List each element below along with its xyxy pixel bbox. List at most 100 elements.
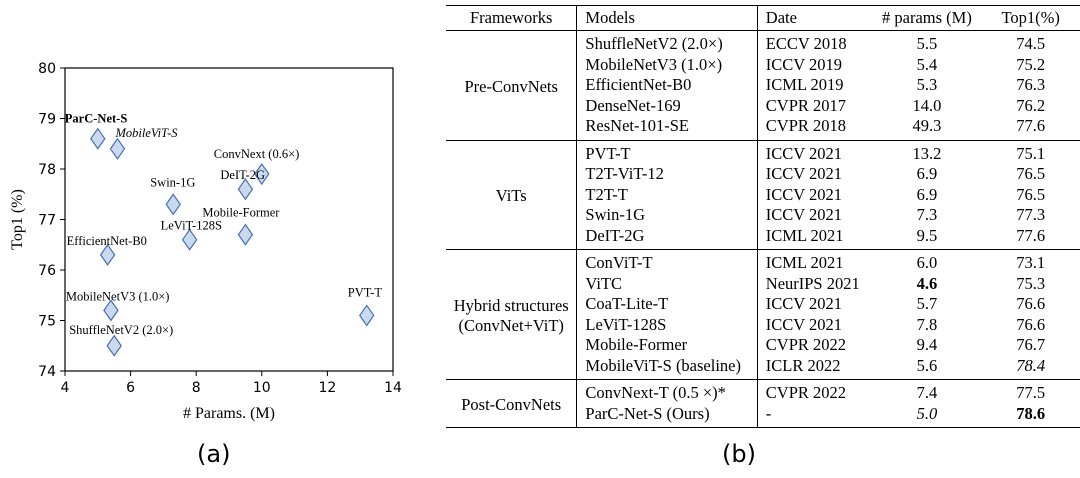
- date-cell: ICCV 2021: [765, 143, 843, 163]
- data-point-label: MobileNetV3 (1.0×): [66, 289, 170, 303]
- params-cell: 14.0: [912, 95, 942, 115]
- date-cell: ICML 2019: [765, 75, 844, 94]
- framework-cell: ViTs: [446, 140, 578, 250]
- model-cell: ParC-Net-S (Ours): [576, 403, 758, 428]
- top1-cell: 74.5: [1016, 34, 1046, 53]
- x-tick-label: 4: [61, 380, 70, 396]
- params-cell: 49.3: [912, 116, 942, 135]
- top1-cell: 76.2: [1016, 95, 1046, 115]
- model-cell: DenseNet-169: [576, 95, 758, 116]
- model-cell: PVT-T: [576, 140, 758, 164]
- params-cell: 4.6: [916, 273, 938, 293]
- y-tick-label: 78: [38, 162, 56, 178]
- header-top1: Top1(%): [1001, 7, 1060, 27]
- framework-name-line: Hybrid structures: [453, 295, 569, 315]
- header-models: Models: [576, 5, 758, 31]
- date-cell: ICCV 2019: [765, 54, 843, 74]
- table-row: LeViT-128S ICCV 2021 7.8 76.6: [446, 314, 1080, 335]
- top1-cell: 75.1: [1016, 143, 1046, 163]
- date-cell: ICCV 2021: [765, 164, 843, 183]
- caption-b: (b): [722, 440, 756, 468]
- top1-cell: 78.4: [1016, 355, 1046, 375]
- table-header-row: Frameworks Models Date # params (M) Top1…: [446, 5, 1080, 31]
- data-point-label: Swin-1G: [150, 175, 195, 189]
- x-tick-label: 6: [126, 380, 135, 396]
- date-cell: ICML 2021: [765, 253, 844, 272]
- model-cell: ShuffleNetV2 (2.0×): [576, 30, 758, 55]
- data-point-marker: [181, 228, 198, 251]
- top1-cell: 73.1: [1016, 253, 1046, 272]
- header-params: # params (M): [882, 7, 972, 27]
- framework-name-line: (ConvNet+ViT): [458, 316, 564, 335]
- date-cell: ICML 2021: [765, 225, 844, 245]
- x-axis-label: # Params. (M): [183, 405, 275, 422]
- data-point-marker: [90, 127, 106, 150]
- y-tick-label: 79: [38, 112, 56, 128]
- data-point-marker: [359, 304, 375, 327]
- date-cell: CVPR 2018: [765, 116, 847, 135]
- params-cell: 5.6: [916, 355, 938, 375]
- params-cell: 5.3: [916, 75, 938, 94]
- model-cell: Swin-1G: [576, 205, 758, 226]
- data-point-marker: [99, 243, 116, 266]
- data-point-label: ParC-Net-S: [65, 112, 128, 126]
- data-point-marker: [106, 334, 122, 357]
- params-cell: 5.0: [916, 403, 938, 423]
- data-point-label: PVT-T: [348, 285, 383, 299]
- date-cell: NeurIPS 2021: [765, 273, 860, 293]
- params-cell: 7.3: [916, 205, 938, 224]
- data-point-label: LeViT-128S: [161, 219, 222, 233]
- model-cell: CoaT-Lite-T: [576, 294, 758, 315]
- top1-cell: 77.6: [1016, 116, 1046, 135]
- top1-cell: 76.6: [1016, 294, 1046, 313]
- data-point-label: DeIT-2G: [220, 168, 265, 182]
- params-cell: 7.8: [916, 314, 938, 334]
- params-cell: 5.4: [916, 54, 938, 74]
- top1-cell: 76.5: [1016, 164, 1046, 183]
- data-point-marker: [237, 223, 254, 246]
- date-cell: ICCV 2021: [765, 314, 843, 334]
- model-cell: MobileNetV3 (1.0×): [576, 54, 758, 75]
- top1-cell: 77.6: [1016, 225, 1046, 245]
- params-cell: 6.0: [916, 253, 938, 272]
- header-frameworks: Frameworks: [446, 5, 578, 31]
- model-cell: Mobile-Former: [576, 335, 758, 356]
- data-point-label: Mobile-Former: [202, 206, 280, 220]
- date-cell: CVPR 2017: [765, 95, 847, 115]
- y-tick-label: 80: [38, 61, 56, 77]
- table-row: DenseNet-169 CVPR 2017 14.0 76.2: [446, 95, 1080, 116]
- date-cell: ICCV 2021: [765, 184, 843, 204]
- params-cell: 5.5: [916, 34, 938, 53]
- model-cell: LeViT-128S: [576, 314, 758, 335]
- params-cell: 9.5: [916, 225, 938, 245]
- data-point-label: ConvNext (0.6×): [214, 147, 300, 161]
- model-cell: EfficientNet-B0: [576, 75, 758, 96]
- top1-cell: 75.3: [1016, 273, 1046, 293]
- data-point-marker: [165, 193, 181, 216]
- top1-cell: 76.6: [1016, 314, 1046, 334]
- data-point-marker: [103, 299, 119, 322]
- params-cell: 6.9: [916, 184, 938, 204]
- params-cell: 13.2: [912, 143, 942, 163]
- data-point-label: MobileViT-S: [114, 126, 178, 140]
- top1-cell: 75.2: [1016, 54, 1046, 74]
- model-cell: MobileViT-S (baseline): [576, 355, 758, 380]
- comparison-table: Frameworks Models Date # params (M) Top1…: [446, 5, 1080, 428]
- y-tick-label: 77: [38, 213, 56, 229]
- data-point-marker: [109, 137, 126, 160]
- x-tick-label: 14: [384, 380, 402, 396]
